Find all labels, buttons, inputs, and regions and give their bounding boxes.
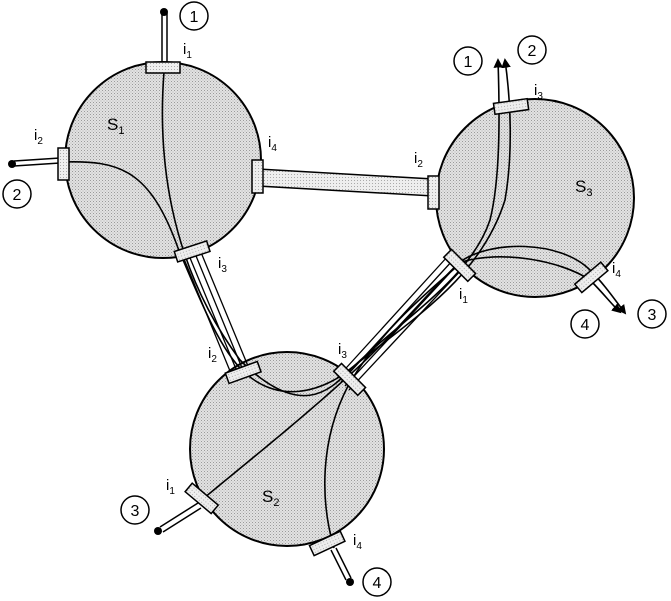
port-label-s2-i3: i3 xyxy=(338,341,347,361)
badge-output-3: 3 xyxy=(637,299,667,329)
connector-s1-i3 xyxy=(173,240,211,263)
badge-output-2: 2 xyxy=(517,35,547,65)
badge-output-4: 4 xyxy=(570,309,600,339)
input-lead-2 xyxy=(13,157,61,167)
switch-label-s1: S1 xyxy=(107,115,124,137)
connector-s3-i3 xyxy=(492,97,530,116)
connector-s3-i4 xyxy=(573,261,609,294)
port-label-s2-i2: i2 xyxy=(208,345,217,365)
link-s1-s3 xyxy=(257,168,434,197)
svg-text:4: 4 xyxy=(581,317,590,334)
port-connectors xyxy=(57,61,609,557)
svg-text:1: 1 xyxy=(464,54,473,71)
connector-s3-i2 xyxy=(427,175,440,210)
port-label-s1-i4: i4 xyxy=(268,134,277,154)
switch-s2 xyxy=(189,351,385,547)
switch-label-s3: S3 xyxy=(575,177,592,199)
badge-input-2: 2 xyxy=(2,179,32,209)
input-dot-1 xyxy=(160,8,168,16)
connector-s3-i1 xyxy=(442,248,477,283)
connector-s1-i1 xyxy=(145,61,181,74)
port-label-s1-i3: i3 xyxy=(218,255,227,275)
port-label-s3-i4: i4 xyxy=(612,260,621,280)
input-lead-4 xyxy=(330,547,352,581)
port-label-s2-i4: i4 xyxy=(353,532,362,552)
svg-text:2: 2 xyxy=(528,43,537,60)
badge-input-4: 4 xyxy=(362,567,392,597)
svg-text:1: 1 xyxy=(190,9,199,26)
input-lead-1 xyxy=(161,13,168,63)
connector-s2-i1 xyxy=(184,482,220,515)
badge-output-1: 1 xyxy=(453,46,483,76)
svg-text:3: 3 xyxy=(131,503,140,520)
input-dot-3 xyxy=(154,527,162,535)
link-s1-s2 xyxy=(181,249,249,372)
svg-text:4: 4 xyxy=(373,575,382,592)
port-label-s3-i1: i1 xyxy=(459,286,468,306)
connector-s1-i2 xyxy=(57,147,70,181)
input-lead-3 xyxy=(159,502,202,533)
switch-label-s2: S2 xyxy=(262,487,279,509)
port-label-s1-i2: i2 xyxy=(34,127,43,147)
connector-s2-i3 xyxy=(332,362,367,397)
badge-input-1: 1 xyxy=(179,1,209,31)
svg-text:3: 3 xyxy=(648,307,657,324)
badge-input-3: 3 xyxy=(120,495,150,525)
port-label-s3-i2: i2 xyxy=(414,150,423,170)
connector-s2-i4 xyxy=(308,530,346,557)
input-dot-4 xyxy=(346,578,354,586)
path-signal-2 xyxy=(61,58,512,393)
input-dot-2 xyxy=(8,160,16,168)
port-label-s1-i1: i1 xyxy=(183,41,192,61)
port-label-s2-i1: i1 xyxy=(166,477,175,497)
connector-s2-i2 xyxy=(224,360,262,385)
connector-s1-i4 xyxy=(251,159,264,194)
svg-text:2: 2 xyxy=(13,187,22,204)
port-label-s3-i3: i3 xyxy=(534,82,543,102)
